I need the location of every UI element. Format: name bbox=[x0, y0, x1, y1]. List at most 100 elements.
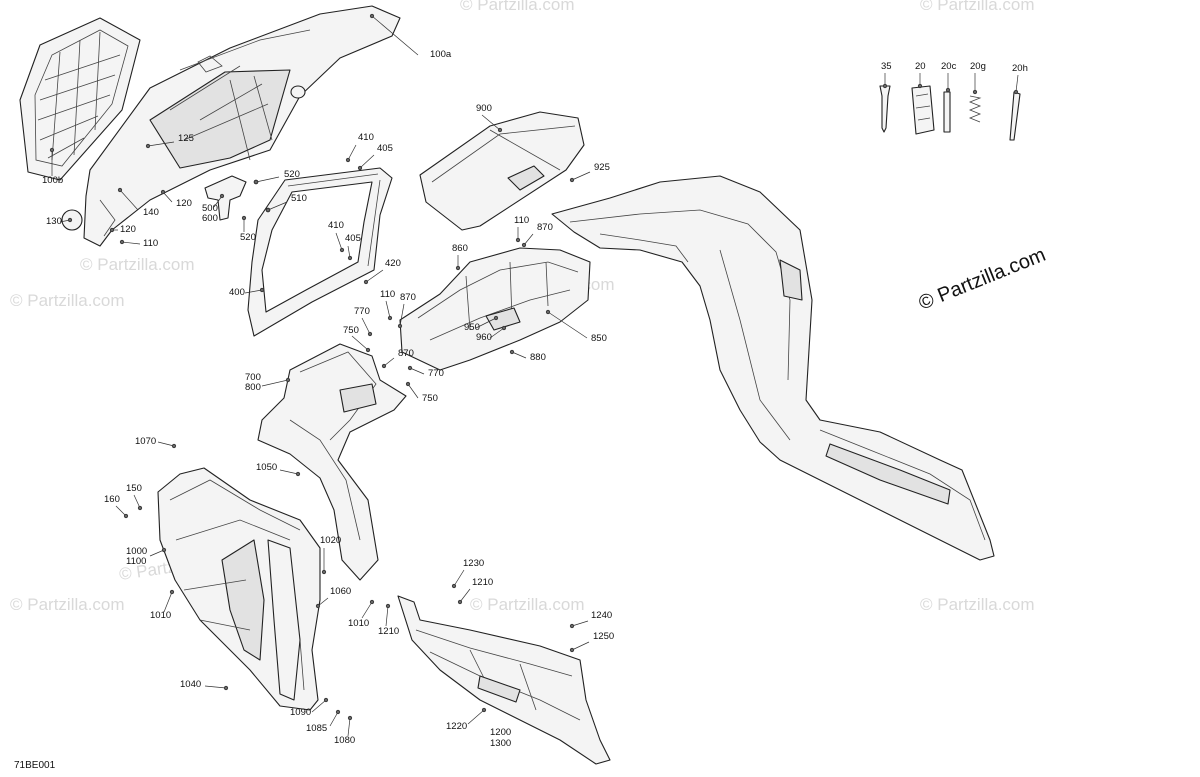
leader-line bbox=[365, 269, 384, 283]
watermark-text: © Partzilla.com bbox=[470, 595, 585, 614]
fastener-mark bbox=[315, 603, 321, 609]
fastener-mark bbox=[515, 237, 521, 243]
callout-label: 150 bbox=[126, 483, 142, 494]
callout-label: 100a bbox=[430, 49, 452, 60]
fastener-mark bbox=[223, 685, 229, 691]
callout-label: 20 bbox=[915, 61, 926, 72]
leader-line bbox=[523, 233, 534, 246]
leader-line bbox=[162, 191, 173, 203]
callout-label: 160 bbox=[104, 494, 120, 505]
callout-label: 770 bbox=[354, 306, 370, 317]
callout-label: 800 bbox=[245, 382, 261, 393]
fastener-mark bbox=[241, 215, 247, 221]
fastener-mark bbox=[123, 513, 129, 519]
callout-label: 110 bbox=[380, 289, 395, 300]
fastener-mark bbox=[363, 279, 369, 285]
leader-line bbox=[361, 317, 371, 335]
callout-label: 1020 bbox=[320, 535, 341, 546]
fastener-mark bbox=[357, 165, 363, 171]
callout-label: 130 bbox=[46, 216, 62, 227]
callout-label: 600 bbox=[202, 213, 218, 224]
right-side-panel bbox=[551, 175, 995, 561]
screwdriver-icon bbox=[943, 91, 951, 133]
leader-line bbox=[267, 201, 288, 211]
callout-label: 1000 bbox=[126, 546, 147, 557]
front-fascia bbox=[61, 5, 401, 247]
callout-label: 1010 bbox=[348, 618, 369, 629]
callout-label: 20g bbox=[970, 61, 986, 72]
fastener-mark bbox=[569, 647, 575, 653]
callout-label: 405 bbox=[377, 143, 393, 154]
fastener-mark bbox=[119, 239, 125, 245]
callout-label: 1230 bbox=[463, 558, 484, 569]
leader-line bbox=[571, 620, 589, 627]
callout-label: 850 bbox=[591, 333, 607, 344]
leader-line bbox=[335, 232, 343, 251]
leader-line bbox=[359, 154, 375, 169]
callout-label: 860 bbox=[452, 243, 468, 254]
callout-label: 750 bbox=[422, 393, 438, 404]
callout-label: 1080 bbox=[334, 735, 355, 746]
callout-label: 1250 bbox=[593, 631, 614, 642]
fastener-mark bbox=[285, 377, 291, 383]
leader-line bbox=[399, 303, 405, 327]
callout-label: 1040 bbox=[180, 679, 201, 690]
fastener-mark bbox=[339, 247, 345, 253]
fastener-mark bbox=[345, 157, 351, 163]
leader-line bbox=[121, 241, 141, 245]
leader-line bbox=[255, 176, 280, 183]
fastener-mark bbox=[569, 177, 575, 183]
callout-label: 770 bbox=[428, 368, 444, 379]
fastener-mark bbox=[569, 623, 575, 629]
leader-line bbox=[407, 383, 419, 399]
watermark-text: © Partzilla.com bbox=[10, 291, 125, 310]
callout-label: 1010 bbox=[150, 610, 171, 621]
leader-line bbox=[571, 171, 591, 181]
callout-label: 500 bbox=[202, 203, 218, 214]
fastener-mark bbox=[169, 589, 175, 595]
fastener-mark bbox=[365, 347, 371, 353]
callout-label: 700 bbox=[245, 372, 261, 383]
fastener-mark bbox=[49, 147, 55, 153]
leader-line bbox=[133, 494, 141, 509]
tool-pouch-icon bbox=[911, 85, 935, 135]
storage-cover bbox=[419, 111, 585, 231]
callout-label: 400 bbox=[229, 287, 245, 298]
callout-label: 870 bbox=[398, 348, 414, 359]
rod-icon bbox=[1009, 91, 1021, 141]
fastener-mark bbox=[385, 603, 391, 609]
callout-label: 750 bbox=[343, 325, 359, 336]
fastener-mark bbox=[545, 309, 551, 315]
callout-label: 100b bbox=[42, 175, 63, 186]
fastener-mark bbox=[405, 381, 411, 387]
tool-kit bbox=[879, 85, 1021, 141]
fastener-mark bbox=[387, 315, 393, 321]
leader-line bbox=[204, 685, 227, 689]
callout-layer: 100a100b12514012013012011050060052051052… bbox=[42, 13, 1028, 749]
fastener-mark bbox=[295, 471, 301, 477]
leader-line bbox=[317, 597, 329, 607]
fastener-mark bbox=[265, 207, 271, 213]
fastener-mark bbox=[367, 331, 373, 337]
callout-label: 1300 bbox=[490, 738, 511, 749]
watermark-text: © Partzilla.com bbox=[10, 595, 125, 614]
fastener-mark bbox=[972, 89, 978, 95]
fastener-mark bbox=[161, 547, 167, 553]
lower-rocker bbox=[397, 595, 611, 765]
fastener-mark bbox=[1013, 89, 1019, 95]
fastener-mark bbox=[253, 179, 259, 185]
fastener-mark bbox=[493, 315, 499, 321]
fastener-mark bbox=[259, 287, 265, 293]
leader-line bbox=[459, 588, 471, 603]
fastener-mark bbox=[917, 83, 923, 89]
watermark-text: © Partzilla.com bbox=[80, 255, 195, 274]
fastener-mark bbox=[397, 323, 403, 329]
fastener-mark bbox=[945, 87, 951, 93]
fastener-mark bbox=[521, 242, 527, 248]
callout-label: 1070 bbox=[135, 436, 156, 447]
fastener-mark bbox=[347, 255, 353, 261]
leader-line bbox=[157, 441, 175, 447]
leader-line bbox=[347, 717, 351, 737]
door-frame bbox=[247, 167, 393, 337]
copyright-notice: © Partzilla.com bbox=[916, 244, 1049, 315]
